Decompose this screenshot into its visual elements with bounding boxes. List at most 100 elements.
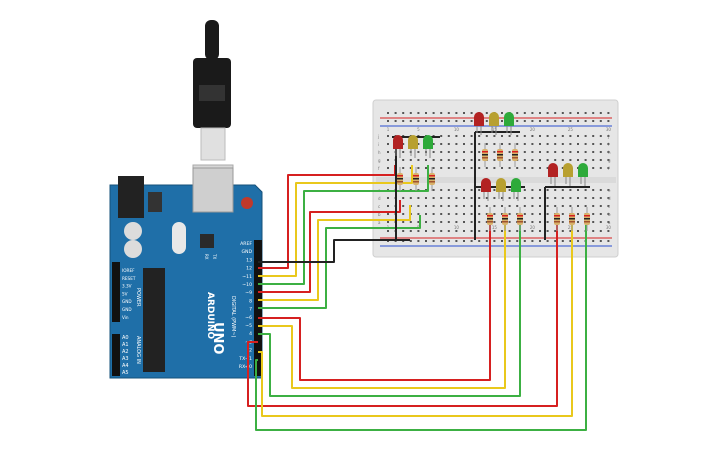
rail-hole <box>425 240 427 242</box>
power-pin-label: Vin <box>122 315 129 320</box>
analog-pin-label: A3 <box>122 356 129 362</box>
breadboard-hole <box>485 221 488 223</box>
rail-hole <box>554 230 557 232</box>
rail-hole <box>554 120 557 122</box>
breadboard-hole <box>470 143 473 145</box>
breadboard-hole <box>592 151 595 153</box>
analog-label: ANALOG IN <box>135 336 141 364</box>
led <box>423 135 433 149</box>
breadboard-hole <box>569 197 572 199</box>
rail-hole <box>607 230 610 232</box>
breadboard-hole <box>539 159 541 161</box>
rail-hole <box>440 112 443 114</box>
resistor-band <box>554 221 560 223</box>
rail-hole <box>607 112 610 114</box>
wire-red <box>258 200 401 293</box>
breadboard-hole <box>387 151 389 153</box>
row-letter: a <box>608 220 611 225</box>
breadboard-hole <box>463 197 465 199</box>
breadboard-hole <box>607 135 610 137</box>
breadboard-hole <box>493 151 496 153</box>
column-number: 20 <box>530 127 536 132</box>
breadboard-hole <box>531 205 534 207</box>
reset-button[interactable] <box>241 197 253 209</box>
breadboard-hole <box>523 213 526 215</box>
rail-hole <box>417 230 420 232</box>
resistor-band <box>413 181 419 183</box>
analog-pin-label: A4 <box>122 363 129 369</box>
breadboard-hole <box>478 151 481 153</box>
rail-hole <box>607 120 610 122</box>
breadboard-hole <box>561 167 564 169</box>
rail-hole <box>554 240 557 242</box>
breadboard-hole <box>508 189 511 191</box>
breadboard-hole <box>607 151 610 153</box>
breadboard-hole <box>577 159 579 161</box>
rail-hole <box>387 120 389 122</box>
breadboard-hole <box>569 189 572 191</box>
digital-pin-label: 12 <box>246 266 252 272</box>
breadboard-hole <box>387 135 389 137</box>
breadboard-hole <box>554 135 557 137</box>
breadboard-hole <box>577 151 579 153</box>
breadboard-hole <box>577 221 579 223</box>
breadboard-hole <box>470 213 473 215</box>
rail-hole <box>561 240 564 242</box>
rail-hole <box>516 230 519 232</box>
breadboard-hole <box>584 143 587 145</box>
resistor-band <box>569 221 575 223</box>
rail-hole <box>599 240 602 242</box>
breadboard-hole <box>516 213 519 215</box>
brand-text: ARDUINO <box>205 292 215 340</box>
rail-hole <box>569 112 572 114</box>
breadboard-hole <box>425 197 427 199</box>
rail-hole <box>409 230 412 232</box>
led <box>481 178 491 192</box>
resistor-band <box>413 175 419 177</box>
breadboard-hole <box>546 151 549 153</box>
rail-hole <box>463 112 465 114</box>
rail-hole <box>508 230 511 232</box>
breadboard-hole <box>470 167 473 169</box>
led <box>408 135 418 149</box>
components <box>393 112 590 231</box>
breadboard-hole <box>539 167 541 169</box>
breadboard-hole <box>455 221 458 223</box>
resistor-band <box>397 181 403 183</box>
breadboard-hole <box>607 159 610 161</box>
breadboard-hole <box>387 197 389 199</box>
digital-pin-label: ~10 <box>242 282 252 288</box>
breadboard-hole <box>463 205 465 207</box>
model-text: UNO <box>210 322 225 355</box>
breadboard-hole <box>607 167 610 169</box>
breadboard-hole <box>539 143 541 145</box>
rail-hole <box>394 112 397 114</box>
breadboard-hole <box>523 143 526 145</box>
breadboard-hole <box>432 189 435 191</box>
breadboard-hole <box>592 135 595 137</box>
power-label: POWER <box>135 288 141 307</box>
breadboard-hole <box>478 189 481 191</box>
resistor-band <box>429 178 435 180</box>
breadboard-hole <box>463 143 465 145</box>
breadboard-hole <box>402 213 405 215</box>
rail-hole <box>470 230 473 232</box>
breadboard-hole <box>516 135 519 137</box>
row-letter: d <box>608 196 611 201</box>
rail-hole <box>501 230 503 232</box>
rail-hole <box>554 112 557 114</box>
resistor-band <box>497 151 503 153</box>
breadboard-hole <box>508 151 511 153</box>
breadboard-hole <box>523 135 526 137</box>
resistor-band <box>397 178 403 180</box>
rail-hole <box>584 112 587 114</box>
rail-hole <box>447 120 450 122</box>
digital-pin-label: 2 <box>249 348 252 354</box>
rail-hole <box>409 112 412 114</box>
breadboard-hole <box>447 143 450 145</box>
resistor-band <box>502 221 508 223</box>
power-jack <box>118 176 144 218</box>
breadboard-hole <box>478 197 481 199</box>
